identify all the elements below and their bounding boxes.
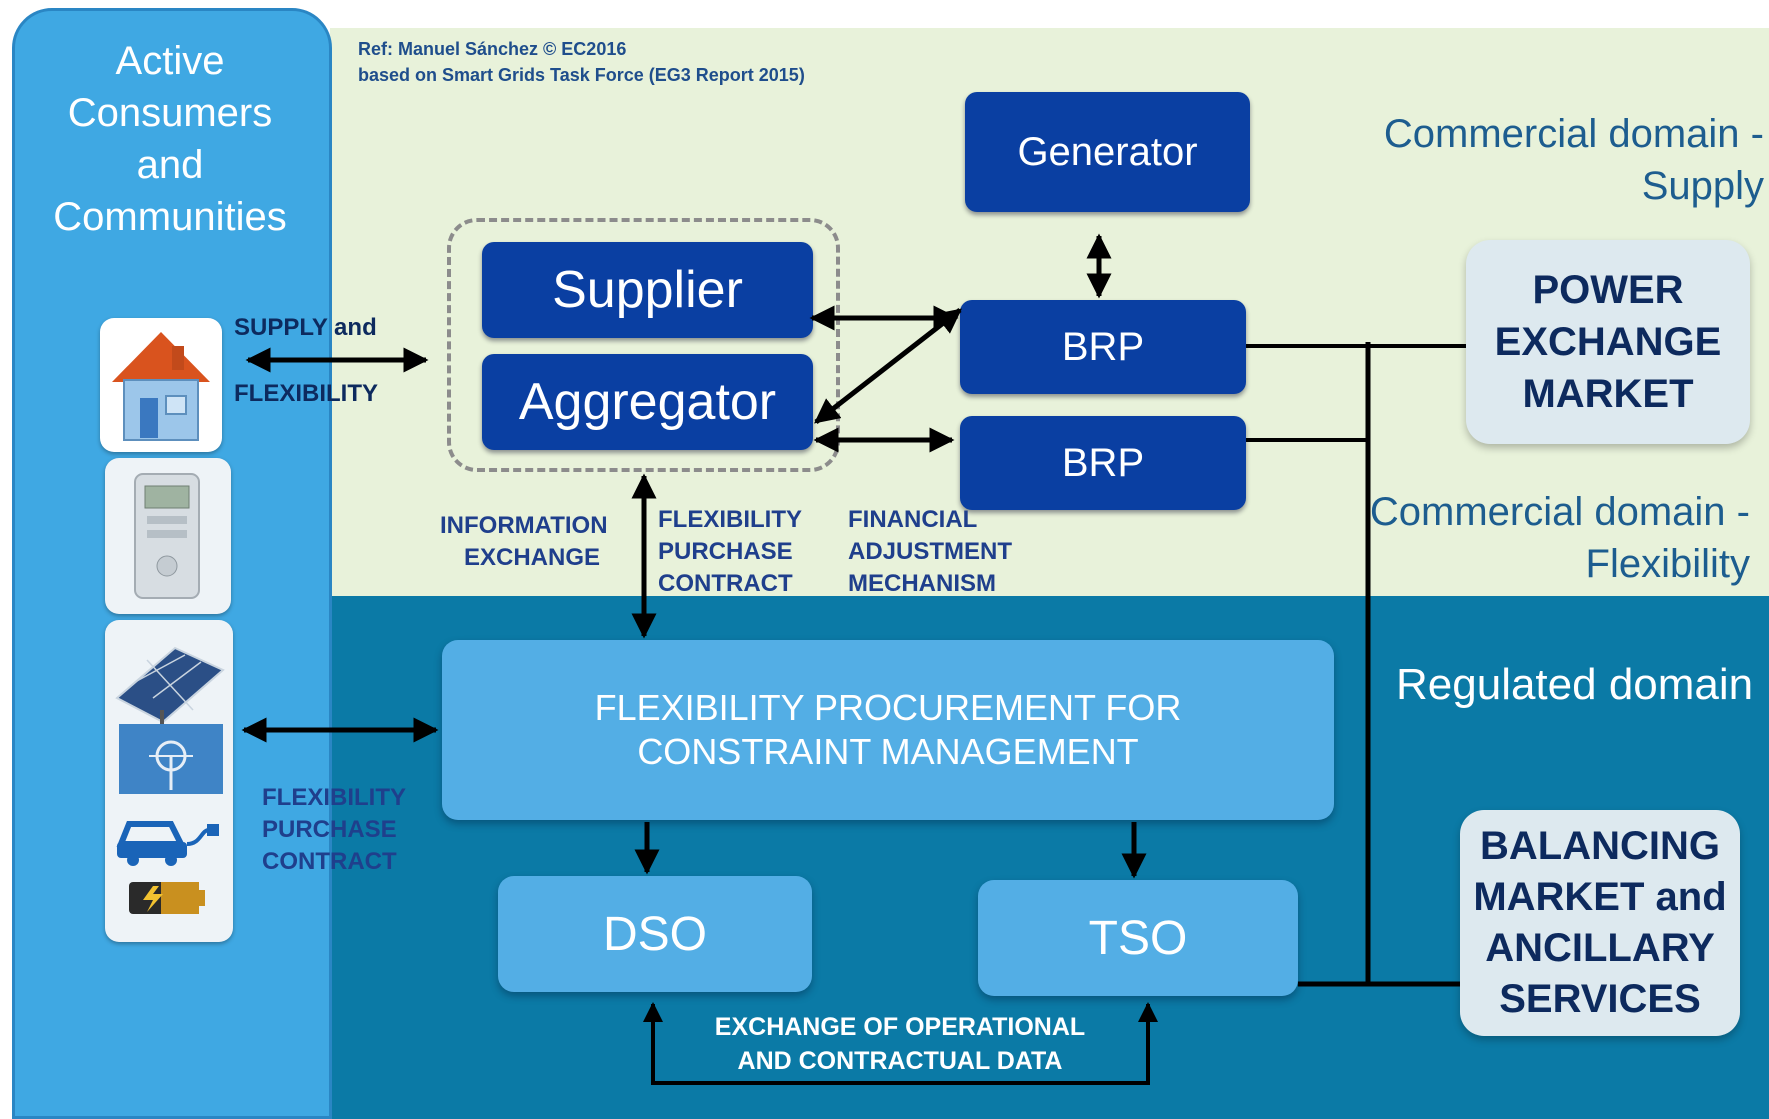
power-exchange-market-box: POWER EXCHANGE MARKET xyxy=(1466,240,1750,444)
financial-line-1: FINANCIAL xyxy=(848,506,978,533)
flex-procurement-line-1: FLEXIBILITY PROCUREMENT FOR xyxy=(594,687,1182,728)
smart-meter-tile xyxy=(105,458,231,614)
power-exchange-line-3: MARKET xyxy=(1522,372,1694,416)
supply-flexibility-label: SUPPLY and FLEXIBILITY xyxy=(234,312,378,410)
fpc-mid-line-1: FLEXIBILITY xyxy=(658,506,802,533)
power-exchange-line-1: POWER xyxy=(1532,268,1684,312)
active-consumers-title: Active Consumers and Communities xyxy=(30,35,310,243)
commercial-flexibility-line-2: Flexibility xyxy=(1585,542,1750,586)
information-exchange-line-2: EXCHANGE xyxy=(463,544,600,571)
commercial-flexibility-label: Commercial domain - Flexibility xyxy=(1310,486,1750,590)
commercial-supply-line-2: Supply xyxy=(1641,164,1764,208)
power-exchange-line-2: EXCHANGE xyxy=(1494,320,1722,364)
wind-turbine-icon xyxy=(149,740,193,790)
brp-bottom-box: BRP xyxy=(960,416,1246,510)
flexibility-procurement-box: FLEXIBILITY PROCUREMENT FOR CONSTRAINT M… xyxy=(442,640,1334,820)
house-tile xyxy=(100,318,222,452)
consumers-title-line-1: Active xyxy=(115,39,225,83)
financial-line-2: ADJUSTMENT xyxy=(848,538,1013,565)
battery-icon xyxy=(129,882,205,914)
commercial-flexibility-line-1: Commercial domain - xyxy=(1369,490,1750,534)
balancing-line-3: ANCILLARY xyxy=(1485,926,1715,970)
financial-line-3: MECHANISM xyxy=(848,570,996,597)
commercial-supply-line-1: Commercial domain - xyxy=(1383,112,1764,156)
reference-line-2: based on Smart Grids Task Force (EG3 Rep… xyxy=(358,65,805,85)
brp-top-box: BRP xyxy=(960,300,1246,394)
fpc-mid-line-3: CONTRACT xyxy=(658,570,793,597)
exchange-op-line-2: AND CONTRACTUAL DATA xyxy=(737,1047,1063,1075)
generation-tile xyxy=(105,620,233,942)
fpc-left-line-1: FLEXIBILITY xyxy=(262,784,406,811)
generator-box: Generator xyxy=(965,92,1250,212)
information-exchange-label: INFORMATION EXCHANGE xyxy=(440,510,608,574)
fpc-mid-line-2: PURCHASE xyxy=(658,538,793,565)
supply-flexibility-line-1: SUPPLY and xyxy=(234,314,377,341)
balancing-line-2: MARKET and xyxy=(1473,875,1727,919)
supplier-box: Supplier xyxy=(482,242,813,338)
balancing-line-4: SERVICES xyxy=(1499,977,1701,1021)
house-icon xyxy=(112,332,210,441)
flexibility-purchase-contract-mid-label: FLEXIBILITY PURCHASE CONTRACT xyxy=(658,504,802,600)
regulated-domain-label: Regulated domain xyxy=(1396,660,1754,709)
aggregator-box: Aggregator xyxy=(482,354,813,450)
commercial-supply-label: Commercial domain - Supply xyxy=(1330,108,1764,212)
balancing-line-1: BALANCING xyxy=(1480,824,1720,868)
flexibility-purchase-contract-left-label: FLEXIBILITY PURCHASE CONTRACT xyxy=(262,782,406,878)
financial-adjustment-label: FINANCIAL ADJUSTMENT MECHANISM xyxy=(848,504,1012,600)
solar-panel-icon xyxy=(115,646,225,738)
dso-box: DSO xyxy=(498,876,812,992)
reference-line-1: Ref: Manuel Sánchez © EC2016 xyxy=(358,39,627,59)
consumers-title-line-2: Consumers and xyxy=(67,91,273,187)
electric-car-icon xyxy=(116,821,219,866)
aggregator-brp-diagonal-arrow xyxy=(814,308,962,424)
supply-flexibility-line-2: FLEXIBILITY xyxy=(234,380,378,407)
fpc-left-line-3: CONTRACT xyxy=(262,848,397,875)
flex-procurement-line-2: CONSTRAINT MANAGEMENT xyxy=(637,731,1139,772)
wind-turbine-tile xyxy=(119,724,223,794)
smart-meter-icon xyxy=(134,473,200,599)
balancing-market-box: BALANCING MARKET and ANCILLARY SERVICES xyxy=(1460,810,1740,1036)
tso-box: TSO xyxy=(978,880,1298,996)
information-exchange-line-1: INFORMATION xyxy=(440,512,608,539)
consumers-title-line-3: Communities xyxy=(53,195,287,239)
fpc-left-line-2: PURCHASE xyxy=(262,816,397,843)
dso-tso-data-exchange-arrow xyxy=(643,1002,1158,1085)
reference-note: Ref: Manuel Sánchez © EC2016 based on Sm… xyxy=(358,36,805,88)
